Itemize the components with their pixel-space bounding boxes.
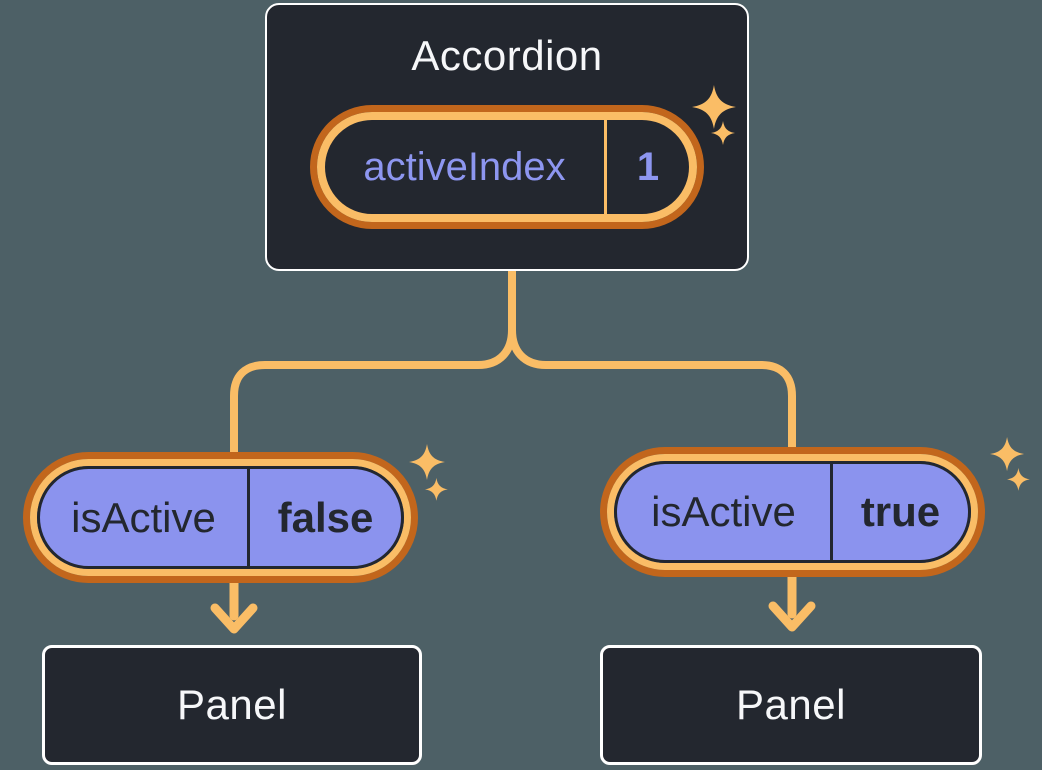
sparkle-icon	[1007, 468, 1030, 491]
state-pill-divider	[604, 120, 607, 214]
parent-to-right-child-connector	[508, 269, 796, 465]
state-pill-inner: activeIndex 1	[317, 112, 697, 222]
accordion-node: Accordion activeIndex 1	[265, 3, 749, 271]
right-prop-value: true	[860, 488, 941, 535]
right-prop-pill: isActive true	[600, 447, 985, 577]
accordion-title: Accordion	[411, 32, 603, 79]
right-prop-pill-ring: isActive true	[607, 454, 978, 570]
state-pill: activeIndex 1	[310, 105, 704, 229]
right-prop-pill-content: isActive true	[614, 461, 971, 563]
left-panel-arrowhead-icon	[210, 603, 258, 634]
sparkle-icon	[425, 478, 448, 501]
left-prop-divider	[247, 469, 250, 566]
right-prop-divider	[830, 464, 833, 560]
left-panel-node: Panel	[42, 645, 422, 765]
state-value: 1	[636, 144, 660, 189]
left-panel-label: Panel	[177, 681, 287, 728]
sparkle-icon	[409, 444, 445, 480]
state-name: activeIndex	[363, 144, 566, 189]
right-prop-name: isActive	[651, 488, 796, 535]
sparkle-icon	[990, 437, 1025, 472]
left-prop-value: false	[277, 493, 374, 541]
right-panel-label: Panel	[736, 681, 846, 728]
left-prop-pill: isActive false	[23, 452, 418, 583]
left-prop-pill-ring: isActive false	[30, 459, 411, 576]
right-panel-node: Panel	[600, 645, 982, 765]
parent-to-left-child-connector	[230, 269, 516, 470]
right-panel-arrowhead-icon	[768, 601, 816, 632]
left-prop-name: isActive	[71, 493, 216, 541]
left-prop-pill-content: isActive false	[37, 466, 404, 569]
